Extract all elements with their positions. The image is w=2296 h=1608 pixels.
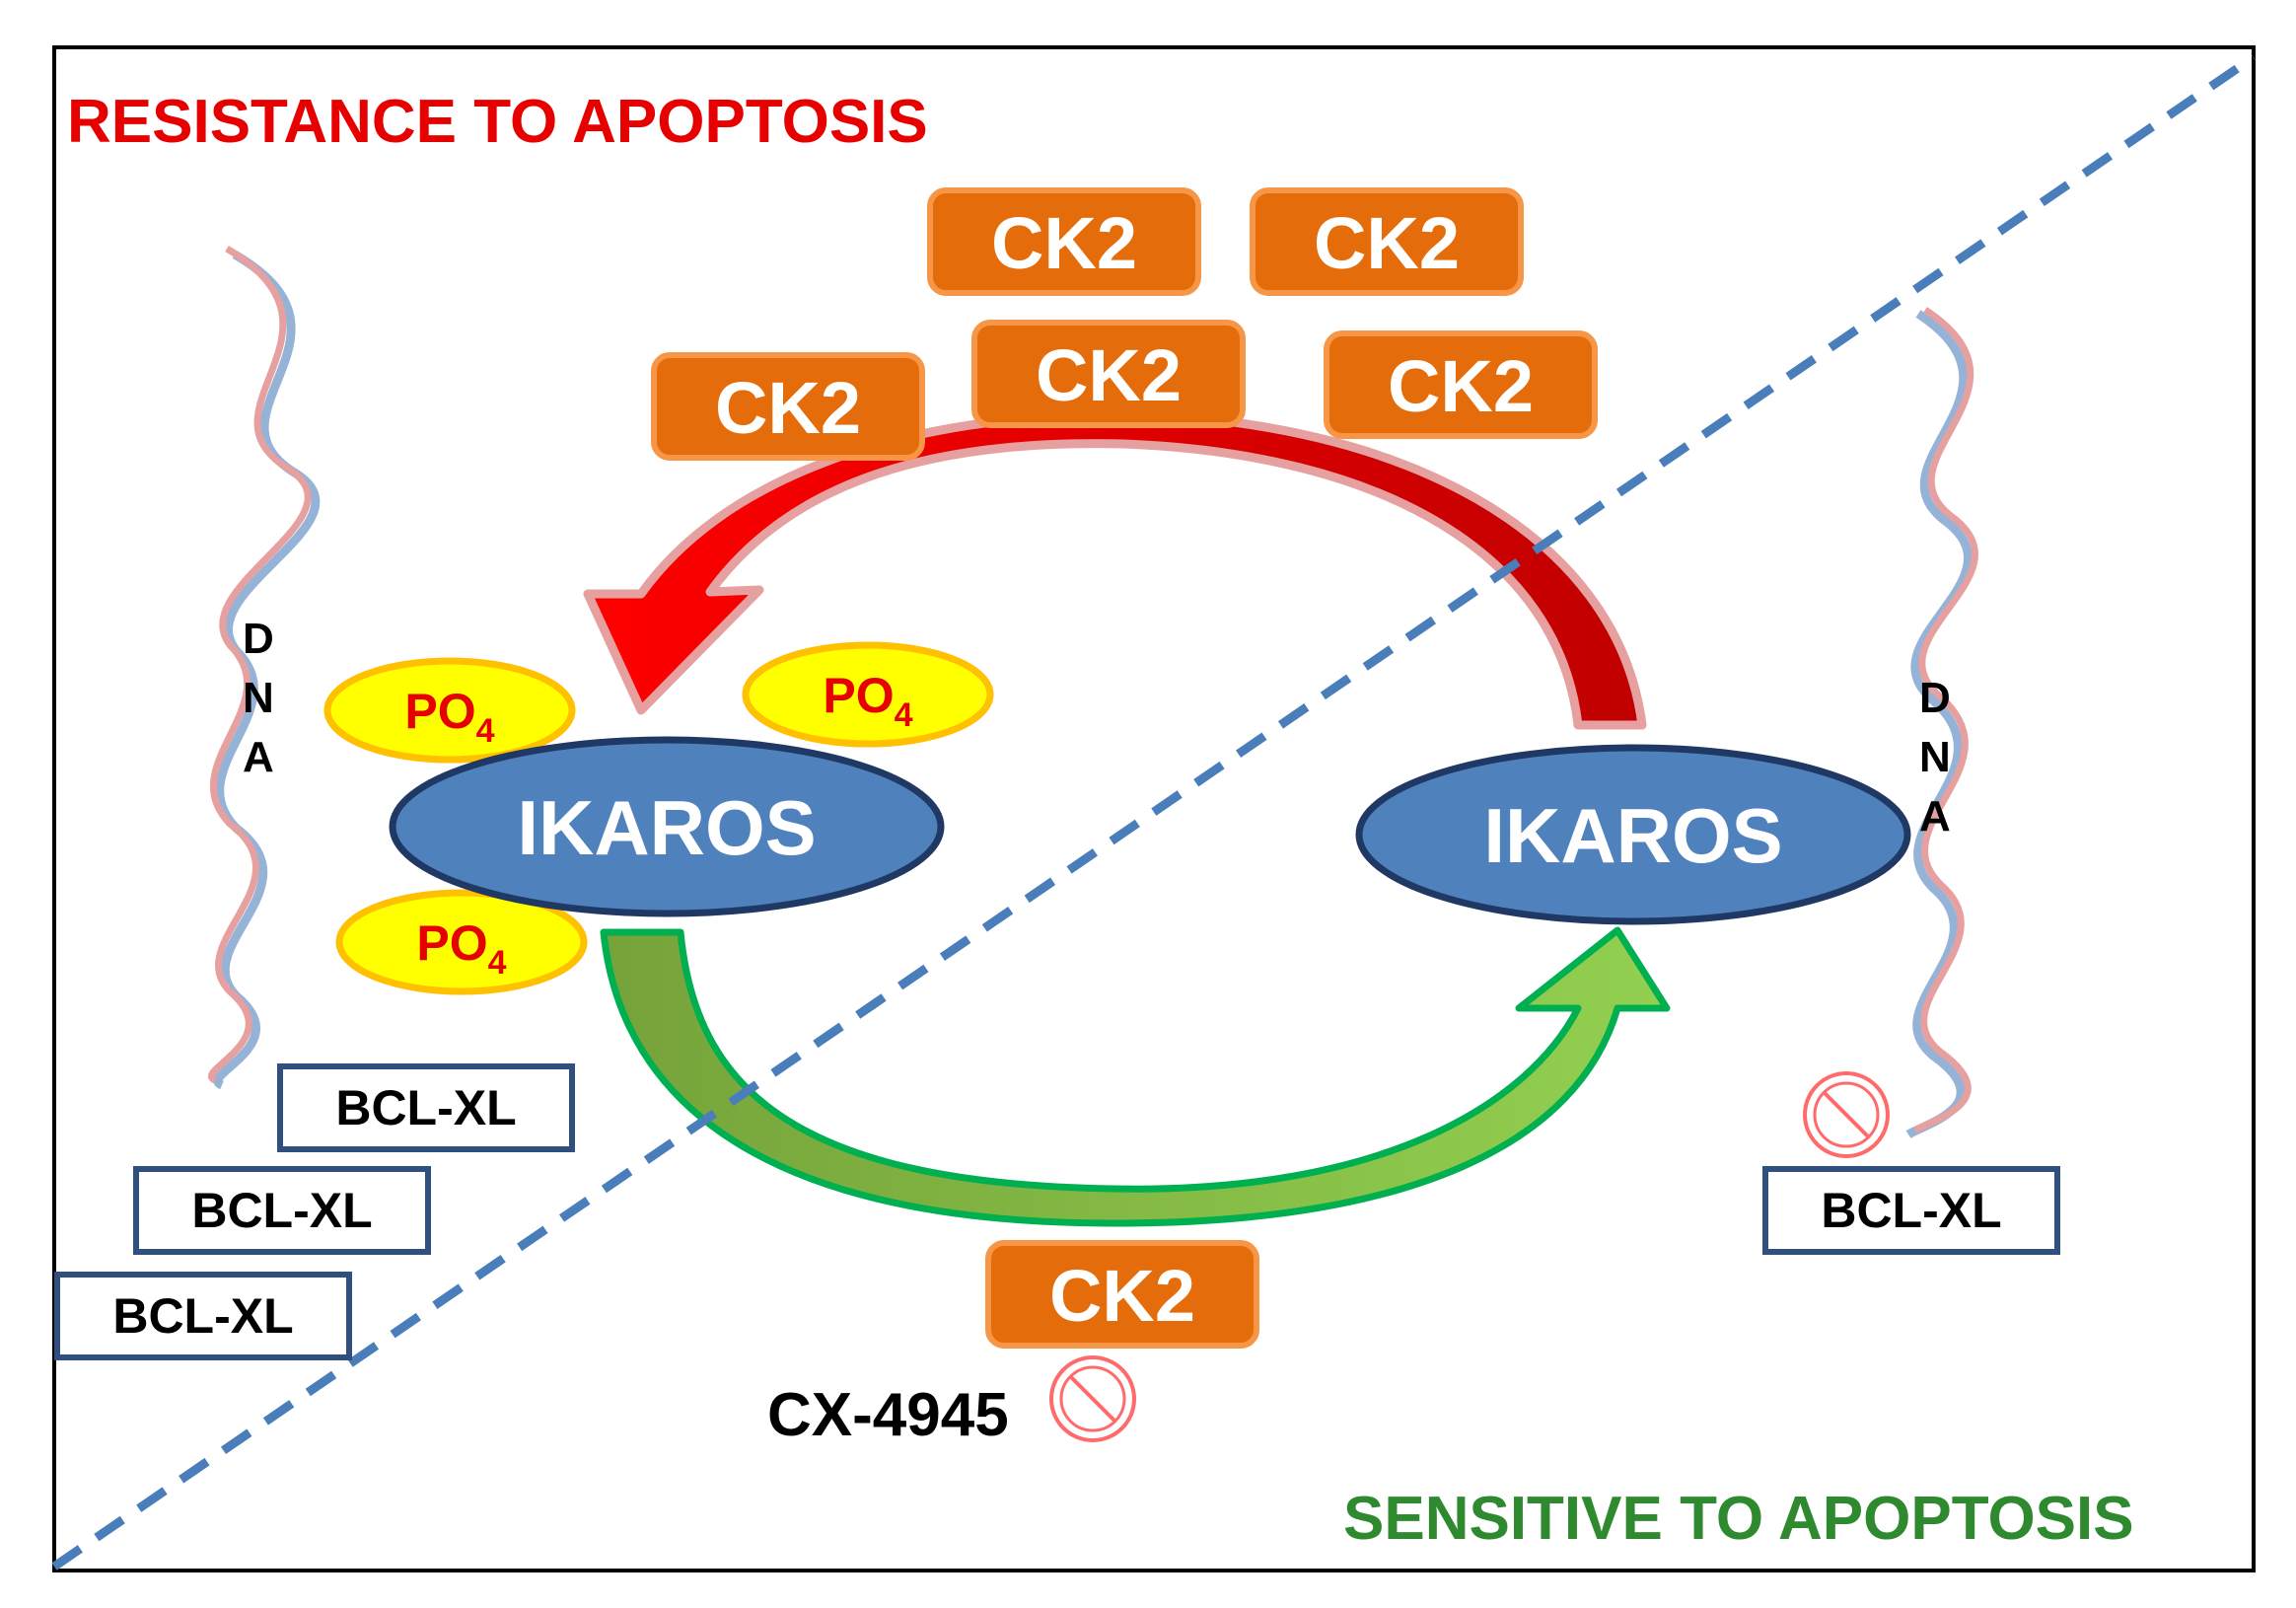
- ck2-box-inhibited: CK2: [985, 1240, 1259, 1349]
- ck2-box: CK2: [927, 187, 1201, 296]
- ck2-label: CK2: [991, 202, 1137, 284]
- bcl-xl-box: BCL-XL: [133, 1166, 431, 1255]
- bcl-xl-label: BCL-XL: [191, 1183, 372, 1238]
- ikaros-label: IKAROS: [1483, 792, 1782, 879]
- ikaros-phosphorylated: IKAROS: [389, 736, 945, 917]
- dna-letter-a-left: A: [243, 733, 274, 781]
- po4-oval: PO4: [742, 641, 994, 748]
- inhibitor-label: CX-4945: [767, 1381, 1009, 1449]
- ck2-label: CK2: [715, 367, 861, 449]
- ck2-box: CK2: [651, 352, 925, 461]
- po4-oval: PO4: [323, 657, 576, 764]
- ck2-box: CK2: [1324, 330, 1598, 439]
- no-entry-icon: [1803, 1071, 1890, 1158]
- ck2-box: CK2: [1250, 187, 1524, 296]
- po4-label: PO: [416, 915, 487, 971]
- bcl-xl-box-blocked: BCL-XL: [1762, 1166, 2060, 1255]
- sensitive-title: SENSITIVE TO APOPTOSIS: [1343, 1485, 2134, 1553]
- resistance-title: RESISTANCE TO APOPTOSIS: [67, 88, 928, 156]
- dna-letter-n-right: N: [1919, 733, 1951, 781]
- phosphorylation-arrow: [583, 409, 1647, 730]
- po4-oval: PO4: [335, 889, 588, 995]
- dna-letter-d-left: D: [243, 615, 274, 663]
- svg-text:PO4: PO4: [404, 684, 494, 750]
- po4-label: PO: [404, 684, 475, 739]
- po4-subscript: 4: [488, 944, 507, 982]
- dna-helix-right: D N A: [1905, 307, 1978, 1138]
- dna-letter-a-right: A: [1919, 792, 1951, 841]
- dna-letter-n-left: N: [243, 674, 274, 722]
- divider-line: [51, 53, 2257, 1571]
- bcl-xl-label: BCL-XL: [112, 1288, 293, 1344]
- dephosphorylation-arrow: [600, 926, 1671, 1227]
- ikaros-label: IKAROS: [517, 784, 816, 871]
- ikaros-dephosphorylated: IKAROS: [1355, 744, 1911, 925]
- bcl-xl-box: BCL-XL: [277, 1063, 575, 1152]
- dna-helix-left: D N A: [208, 245, 321, 1090]
- ck2-label: CK2: [1314, 202, 1460, 284]
- svg-text:PO4: PO4: [416, 915, 506, 982]
- po4-subscript: 4: [476, 712, 495, 750]
- bcl-xl-label: BCL-XL: [335, 1080, 516, 1135]
- ck2-label: CK2: [1049, 1255, 1195, 1337]
- po4-subscript: 4: [895, 696, 913, 734]
- no-entry-icon: [1049, 1355, 1136, 1442]
- ck2-label: CK2: [1388, 345, 1534, 427]
- svg-text:PO4: PO4: [823, 668, 912, 734]
- ck2-box: CK2: [971, 320, 1246, 428]
- bcl-xl-box: BCL-XL: [54, 1272, 352, 1360]
- dna-letter-d-right: D: [1919, 674, 1951, 722]
- ck2-label: CK2: [1036, 334, 1182, 416]
- bcl-xl-label: BCL-XL: [1821, 1183, 2001, 1238]
- po4-label: PO: [823, 668, 894, 723]
